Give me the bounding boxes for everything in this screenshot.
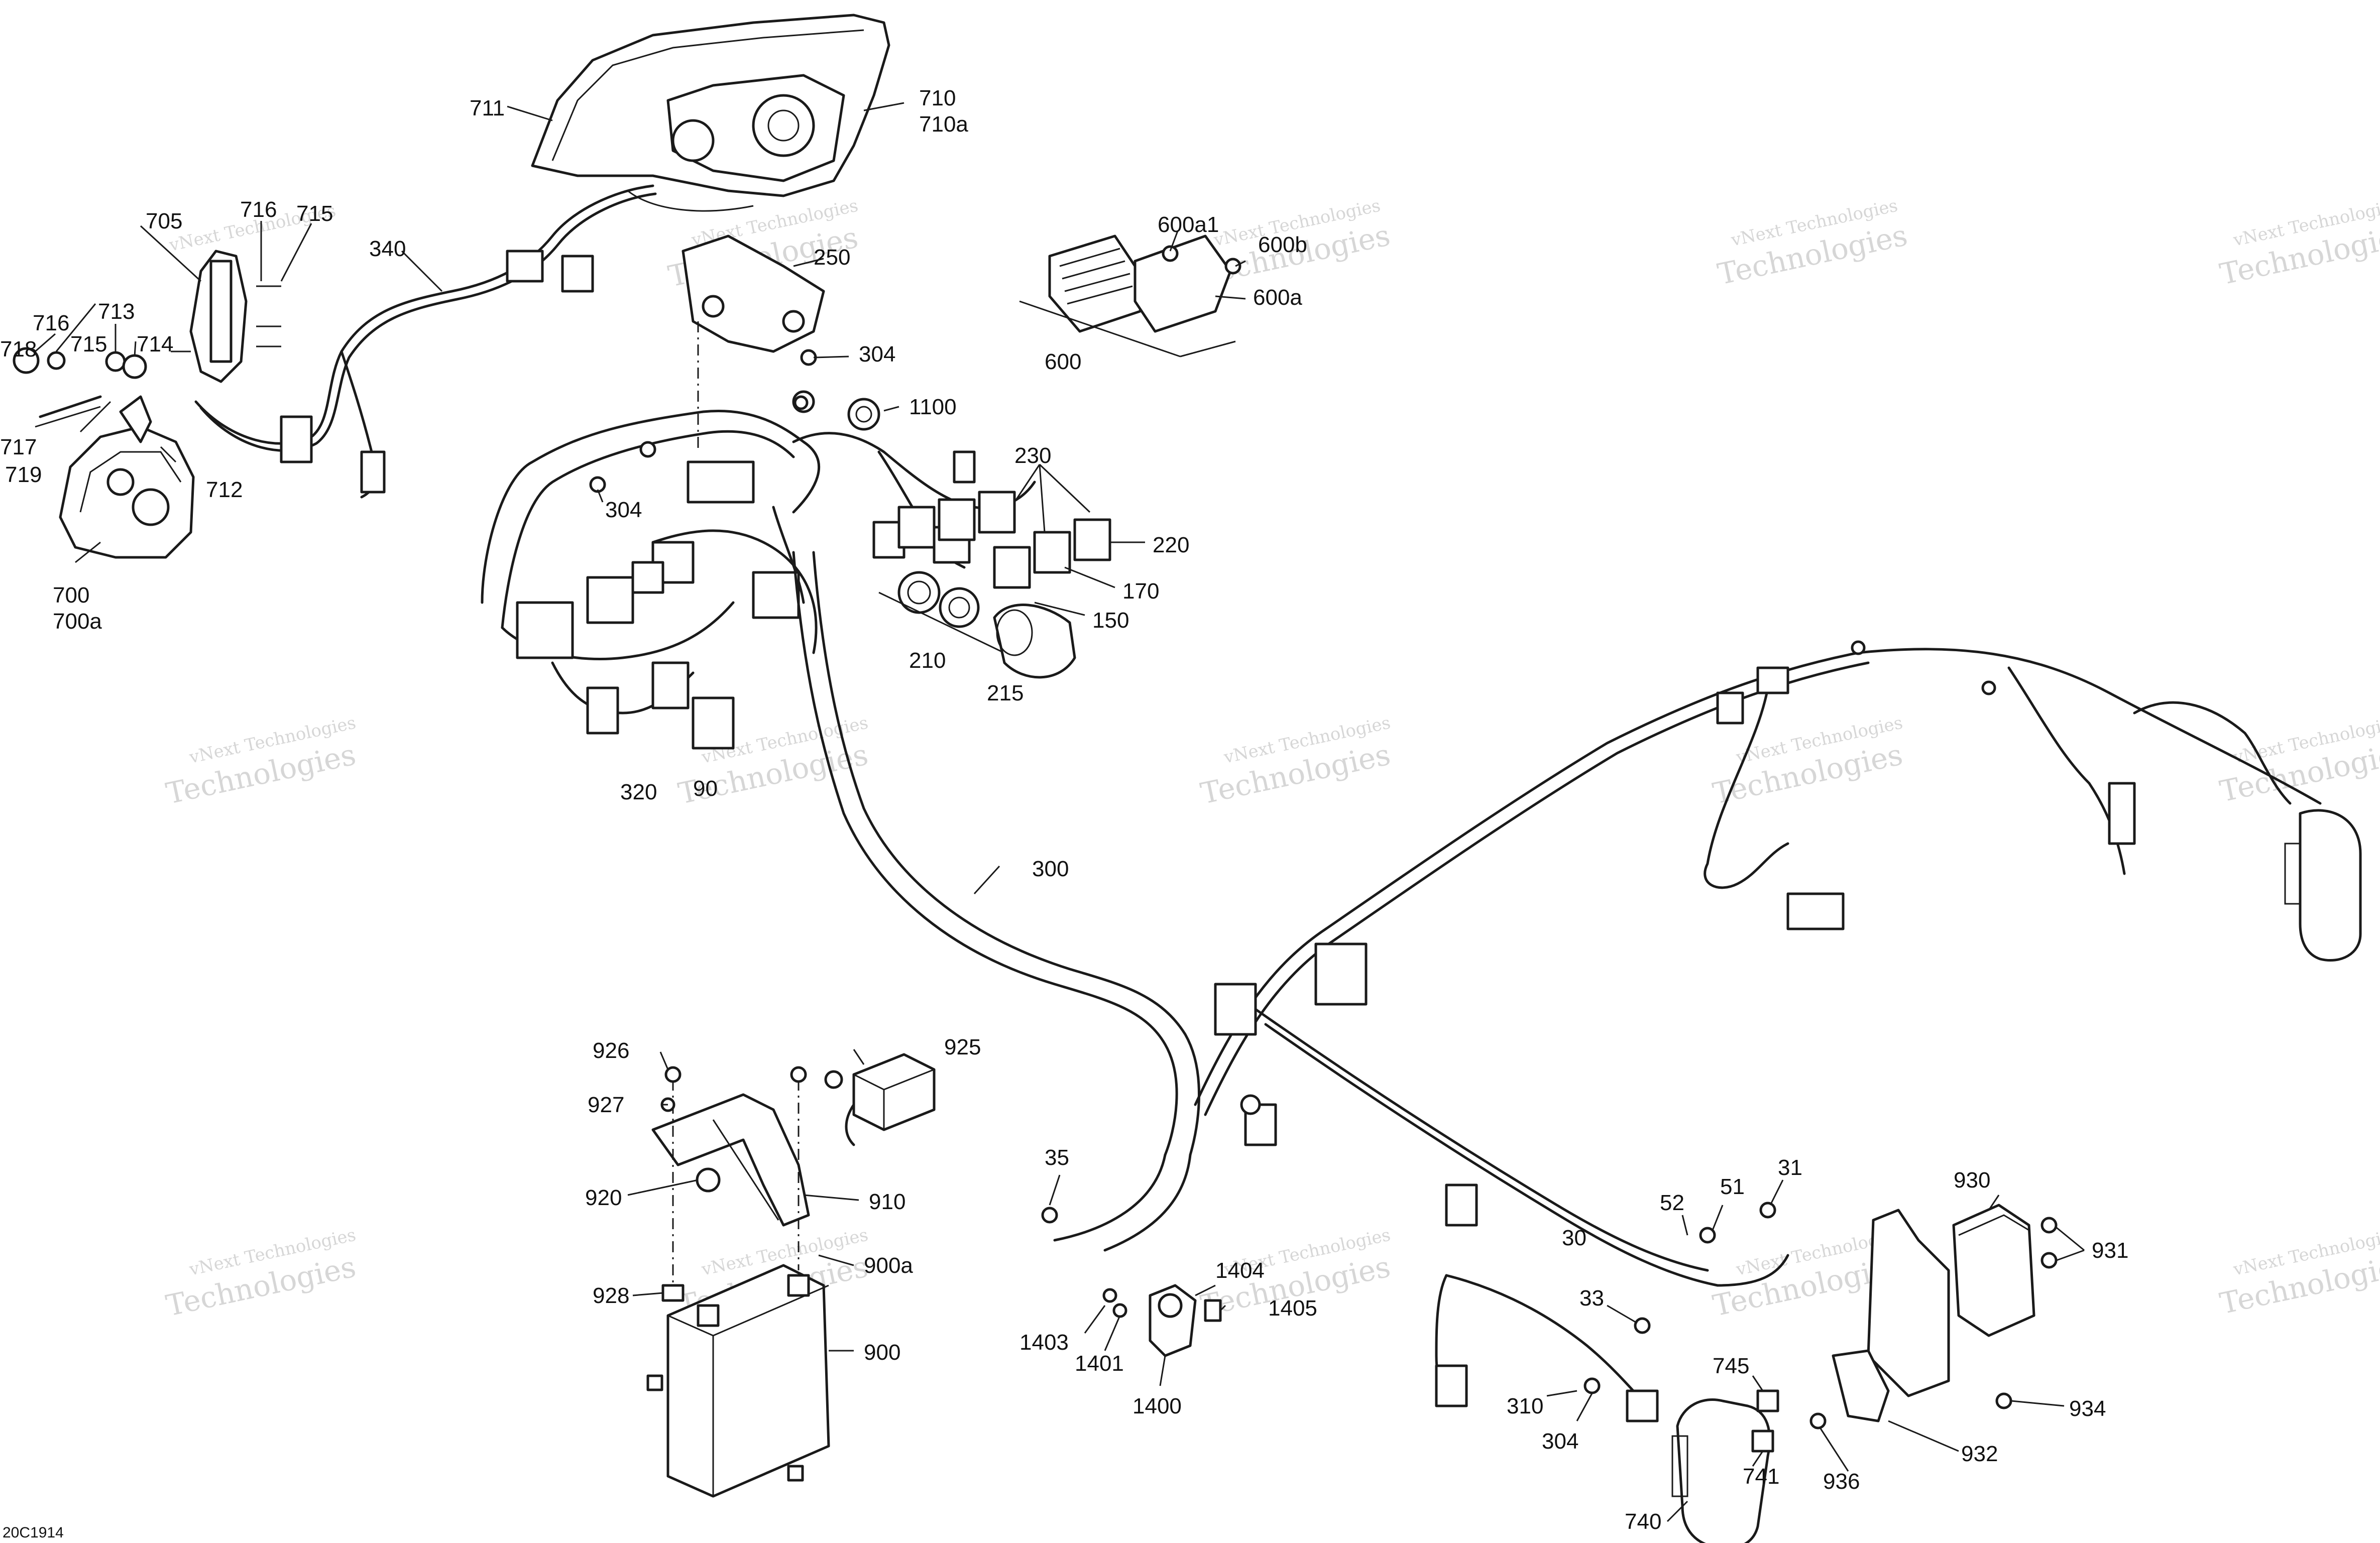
callout-150: 150 [1092,608,1129,633]
harness-310 [1435,1274,1659,1422]
callout-900a: 900a [864,1253,913,1278]
relays-230 [897,491,1111,589]
callout-600a: 600a [1253,285,1302,310]
callout-910: 910 [869,1190,905,1214]
callout-710: 710 [919,86,956,110]
callout-1100: 1100 [909,395,957,419]
watermark: vNext Technologies Technologies [1198,713,1394,810]
bracket-250 [682,234,825,452]
callout-90: 90 [693,776,718,801]
rear-harness-30 [1194,640,2322,1287]
callout-927: 927 [588,1093,624,1117]
callout-170: 170 [1122,579,1159,604]
callout-215: 215 [987,681,1024,705]
callout-931: 931 [2092,1238,2128,1263]
callout-340: 340 [369,236,406,261]
diagram-code: 20C1914 [3,1524,64,1541]
left-headlamp-700 [13,347,195,559]
callout-220: 220 [1153,533,1189,557]
callout-320: 320 [620,780,657,804]
callout-600a1: 600a1 [1158,212,1219,237]
callout-700a: 700a [53,609,102,634]
callout-715: 715 [296,201,333,226]
callout-1401: 1401 [1075,1351,1124,1376]
callout-741: 741 [1743,1464,1779,1489]
tail-light-740 [1671,1398,1771,1543]
callout-250: 250 [814,245,850,270]
callout-1400: 1400 [1132,1394,1182,1418]
callout-705: 705 [146,209,182,233]
power-socket-210 [878,571,1015,659]
callout-35: 35 [1045,1145,1069,1170]
callout-936: 936 [1823,1469,1860,1494]
harness-340 [194,184,657,499]
watermark: vNext Technologies Technologies [163,1225,359,1323]
callout-1404: 1404 [1215,1258,1265,1283]
callout-230: 230 [1014,443,1051,468]
callout-711: 711 [470,96,505,121]
callout-700: 700 [53,583,89,608]
sensor-1100 [847,398,880,431]
watermarks: vNext Technologies vNext Technologies Te… [163,195,2380,1323]
callout-300: 300 [1032,857,1069,881]
relay-box-925 [824,1053,936,1146]
callout-900: 900 [864,1340,900,1365]
watermark: vNext Technologies Technologies [1710,713,1906,810]
callout-719: 719 [5,462,42,487]
callout-1403: 1403 [1019,1330,1069,1355]
callout-920: 920 [585,1185,622,1210]
watermark: vNext Technologies Technologies [2217,195,2380,291]
callout-31: 31 [1778,1155,1802,1180]
callout-310: 310 [1507,1394,1543,1418]
leader-lines [35,102,2085,1522]
callout-714: 714 [137,332,173,357]
battery-900 [666,1264,830,1498]
callout-600: 600 [1045,349,1081,374]
callout-304: 304 [605,498,642,522]
headlight-assembly [531,14,890,212]
callout-304: 304 [859,342,895,367]
watermark: vNext Technologies Technologies [1715,195,1910,291]
callout-labels: 711 710 710a 705 716 715 340 718 716 715… [0,86,2128,1534]
callout-712: 712 [206,478,243,502]
callout-304: 304 [1542,1429,1578,1454]
module-930 [1952,1204,2058,1337]
callout-740: 740 [1625,1509,1661,1534]
main-trunk-300 [792,551,1200,1252]
callout-716: 716 [240,197,277,222]
callout-51: 51 [1720,1174,1745,1199]
callout-718: 718 [0,337,37,362]
callout-210: 210 [909,648,946,673]
callout-925: 925 [944,1035,981,1059]
callout-716: 716 [33,311,69,335]
fuse-box-600 [1019,234,1241,358]
battery-holder-910 [651,1080,810,1300]
switch-705 [171,250,281,383]
tail-light-right [2284,809,2362,962]
callout-934: 934 [2069,1396,2106,1421]
watermark: vNext Technologies Technologies [163,713,359,810]
callout-932: 932 [1961,1442,1998,1466]
callout-52: 52 [1660,1191,1684,1215]
callout-717: 717 [0,435,37,459]
callout-715: 715 [70,332,107,357]
callout-930: 930 [1954,1168,1990,1193]
callout-600b: 600b [1258,232,1307,257]
callout-928: 928 [593,1283,629,1308]
mounting-bracket-932 [1809,1209,2012,1430]
callout-710a: 710a [919,112,968,137]
socket-cap-215 [993,604,1076,679]
callout-30: 30 [1562,1226,1586,1250]
callout-33: 33 [1579,1286,1604,1311]
fasteners [589,349,1779,1482]
callout-713: 713 [98,299,135,324]
watermark: vNext Technologies Technologies [2217,1225,2380,1321]
callout-745: 745 [1713,1354,1749,1378]
callout-926: 926 [593,1038,629,1063]
callout-1405: 1405 [1268,1296,1317,1321]
main-front-harness [481,390,1036,750]
